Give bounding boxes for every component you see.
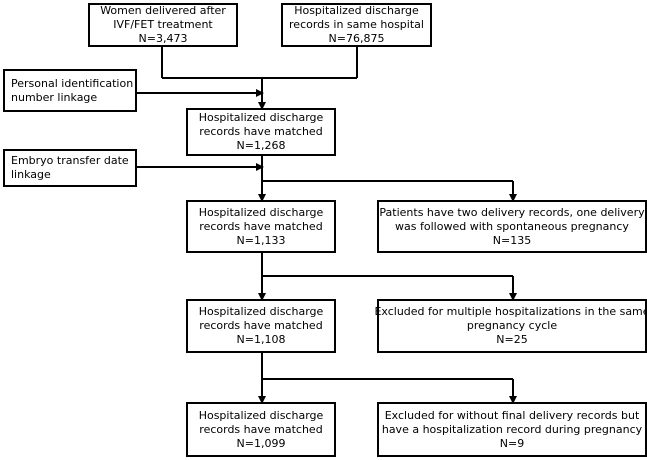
- excl2-count: N=25: [496, 333, 528, 346]
- matched3-count: N=1,108: [236, 333, 286, 346]
- matched-box-3: Hospitalized discharge records have matc…: [186, 299, 336, 353]
- hospital-records-box: Hospitalized discharge records in same h…: [281, 3, 432, 47]
- matched4-count: N=1,099: [236, 436, 286, 450]
- matched4-line-1: Hospitalized discharge: [198, 408, 324, 422]
- matched-box-1: Hospitalized discharge records have matc…: [186, 108, 336, 156]
- excl2-line-1: Excluded for multiple hospitalizations i…: [374, 305, 647, 318]
- excl3-count: N=9: [499, 436, 525, 450]
- exclusion-box-two-delivery: Patients have two delivery records, one …: [377, 200, 647, 253]
- matched3-line-2: records have matched: [199, 319, 323, 332]
- exclusion-box-no-final-delivery: Excluded for without final delivery reco…: [377, 402, 647, 457]
- records-count: N=76,875: [328, 32, 385, 45]
- exclusion-box-multiple-hospitalizations: Excluded for multiple hospitalizations i…: [374, 299, 647, 353]
- matched-box-4: Hospitalized discharge records have matc…: [186, 402, 336, 457]
- embryo-line-2: linkage: [11, 168, 51, 181]
- women-line-2: IVF/FET treatment: [113, 18, 213, 31]
- matched1-line-2: records have matched: [199, 125, 323, 138]
- embryo-transfer-linkage-box: Embryo transfer date linkage: [3, 149, 137, 187]
- matched4-line-2: records have matched: [199, 422, 323, 436]
- records-line-1: Hospitalized discharge: [294, 4, 419, 17]
- women-count: N=3,473: [138, 32, 188, 45]
- matched1-count: N=1,268: [236, 139, 286, 152]
- excl1-count: N=135: [492, 233, 532, 247]
- excl1-line-1: Patients have two delivery records, one …: [379, 205, 645, 219]
- personal-line-1: Personal identification: [11, 76, 134, 90]
- records-line-2: records in same hospital: [289, 18, 424, 31]
- matched2-line-1: Hospitalized discharge: [198, 205, 324, 219]
- excl1-line-2: was followed with spontaneous pregnancy: [395, 219, 629, 233]
- excl2-line-2: pregnancy cycle: [466, 319, 558, 332]
- matched1-line-1: Hospitalized discharge: [198, 111, 324, 124]
- personal-line-2: number linkage: [11, 90, 98, 104]
- women-delivered-box: Women delivered after IVF/FET treatment …: [88, 3, 238, 47]
- embryo-line-1: Embryo transfer date: [11, 154, 129, 167]
- excl3-line-1: Excluded for without final delivery reco…: [384, 408, 640, 422]
- matched-box-2: Hospitalized discharge records have matc…: [186, 200, 336, 253]
- matched2-line-2: records have matched: [199, 219, 323, 233]
- excl3-line-2: have a hospitalization record during pre…: [381, 422, 643, 436]
- matched3-line-1: Hospitalized discharge: [198, 305, 324, 318]
- personal-id-linkage-box: Personal identification number linkage: [3, 69, 137, 112]
- matched2-count: N=1,133: [236, 233, 286, 247]
- women-line-1: Women delivered after: [100, 4, 226, 17]
